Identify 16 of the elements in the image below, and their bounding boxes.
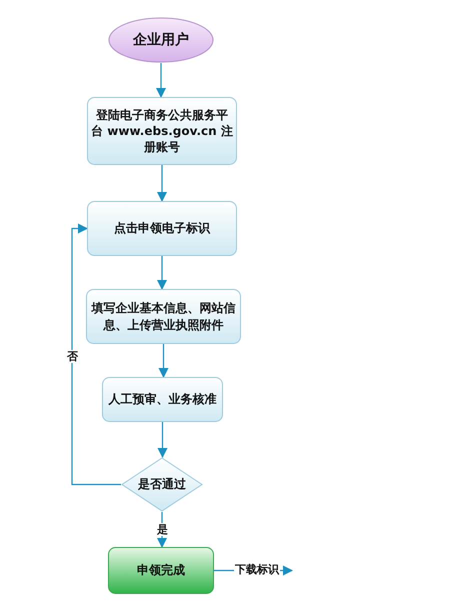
- arrow: [157, 165, 167, 202]
- end-box: 申领完成: [108, 547, 214, 594]
- process-box: 填写企业基本信息、网站信息、上传营业执照附件: [86, 289, 241, 344]
- decision-diamond: 是否通过: [121, 457, 203, 512]
- arrow: [157, 256, 167, 290]
- arrow: [158, 344, 168, 378]
- process-box: 登陆电子商务公共服务平台 www.ebs.gov.cn 注册账号: [87, 97, 237, 165]
- process-box: 点击申领电子标识: [87, 201, 237, 256]
- edge-label: 是: [156, 522, 169, 536]
- edge-label: 下载标识: [234, 562, 280, 576]
- process-box: 人工预审、业务核准: [102, 377, 223, 422]
- edge-label: 否: [66, 350, 79, 363]
- arrow: [156, 63, 166, 98]
- arrow: [158, 422, 168, 458]
- start-ellipse: 企业用户: [108, 17, 214, 63]
- arrow: [71, 224, 121, 486]
